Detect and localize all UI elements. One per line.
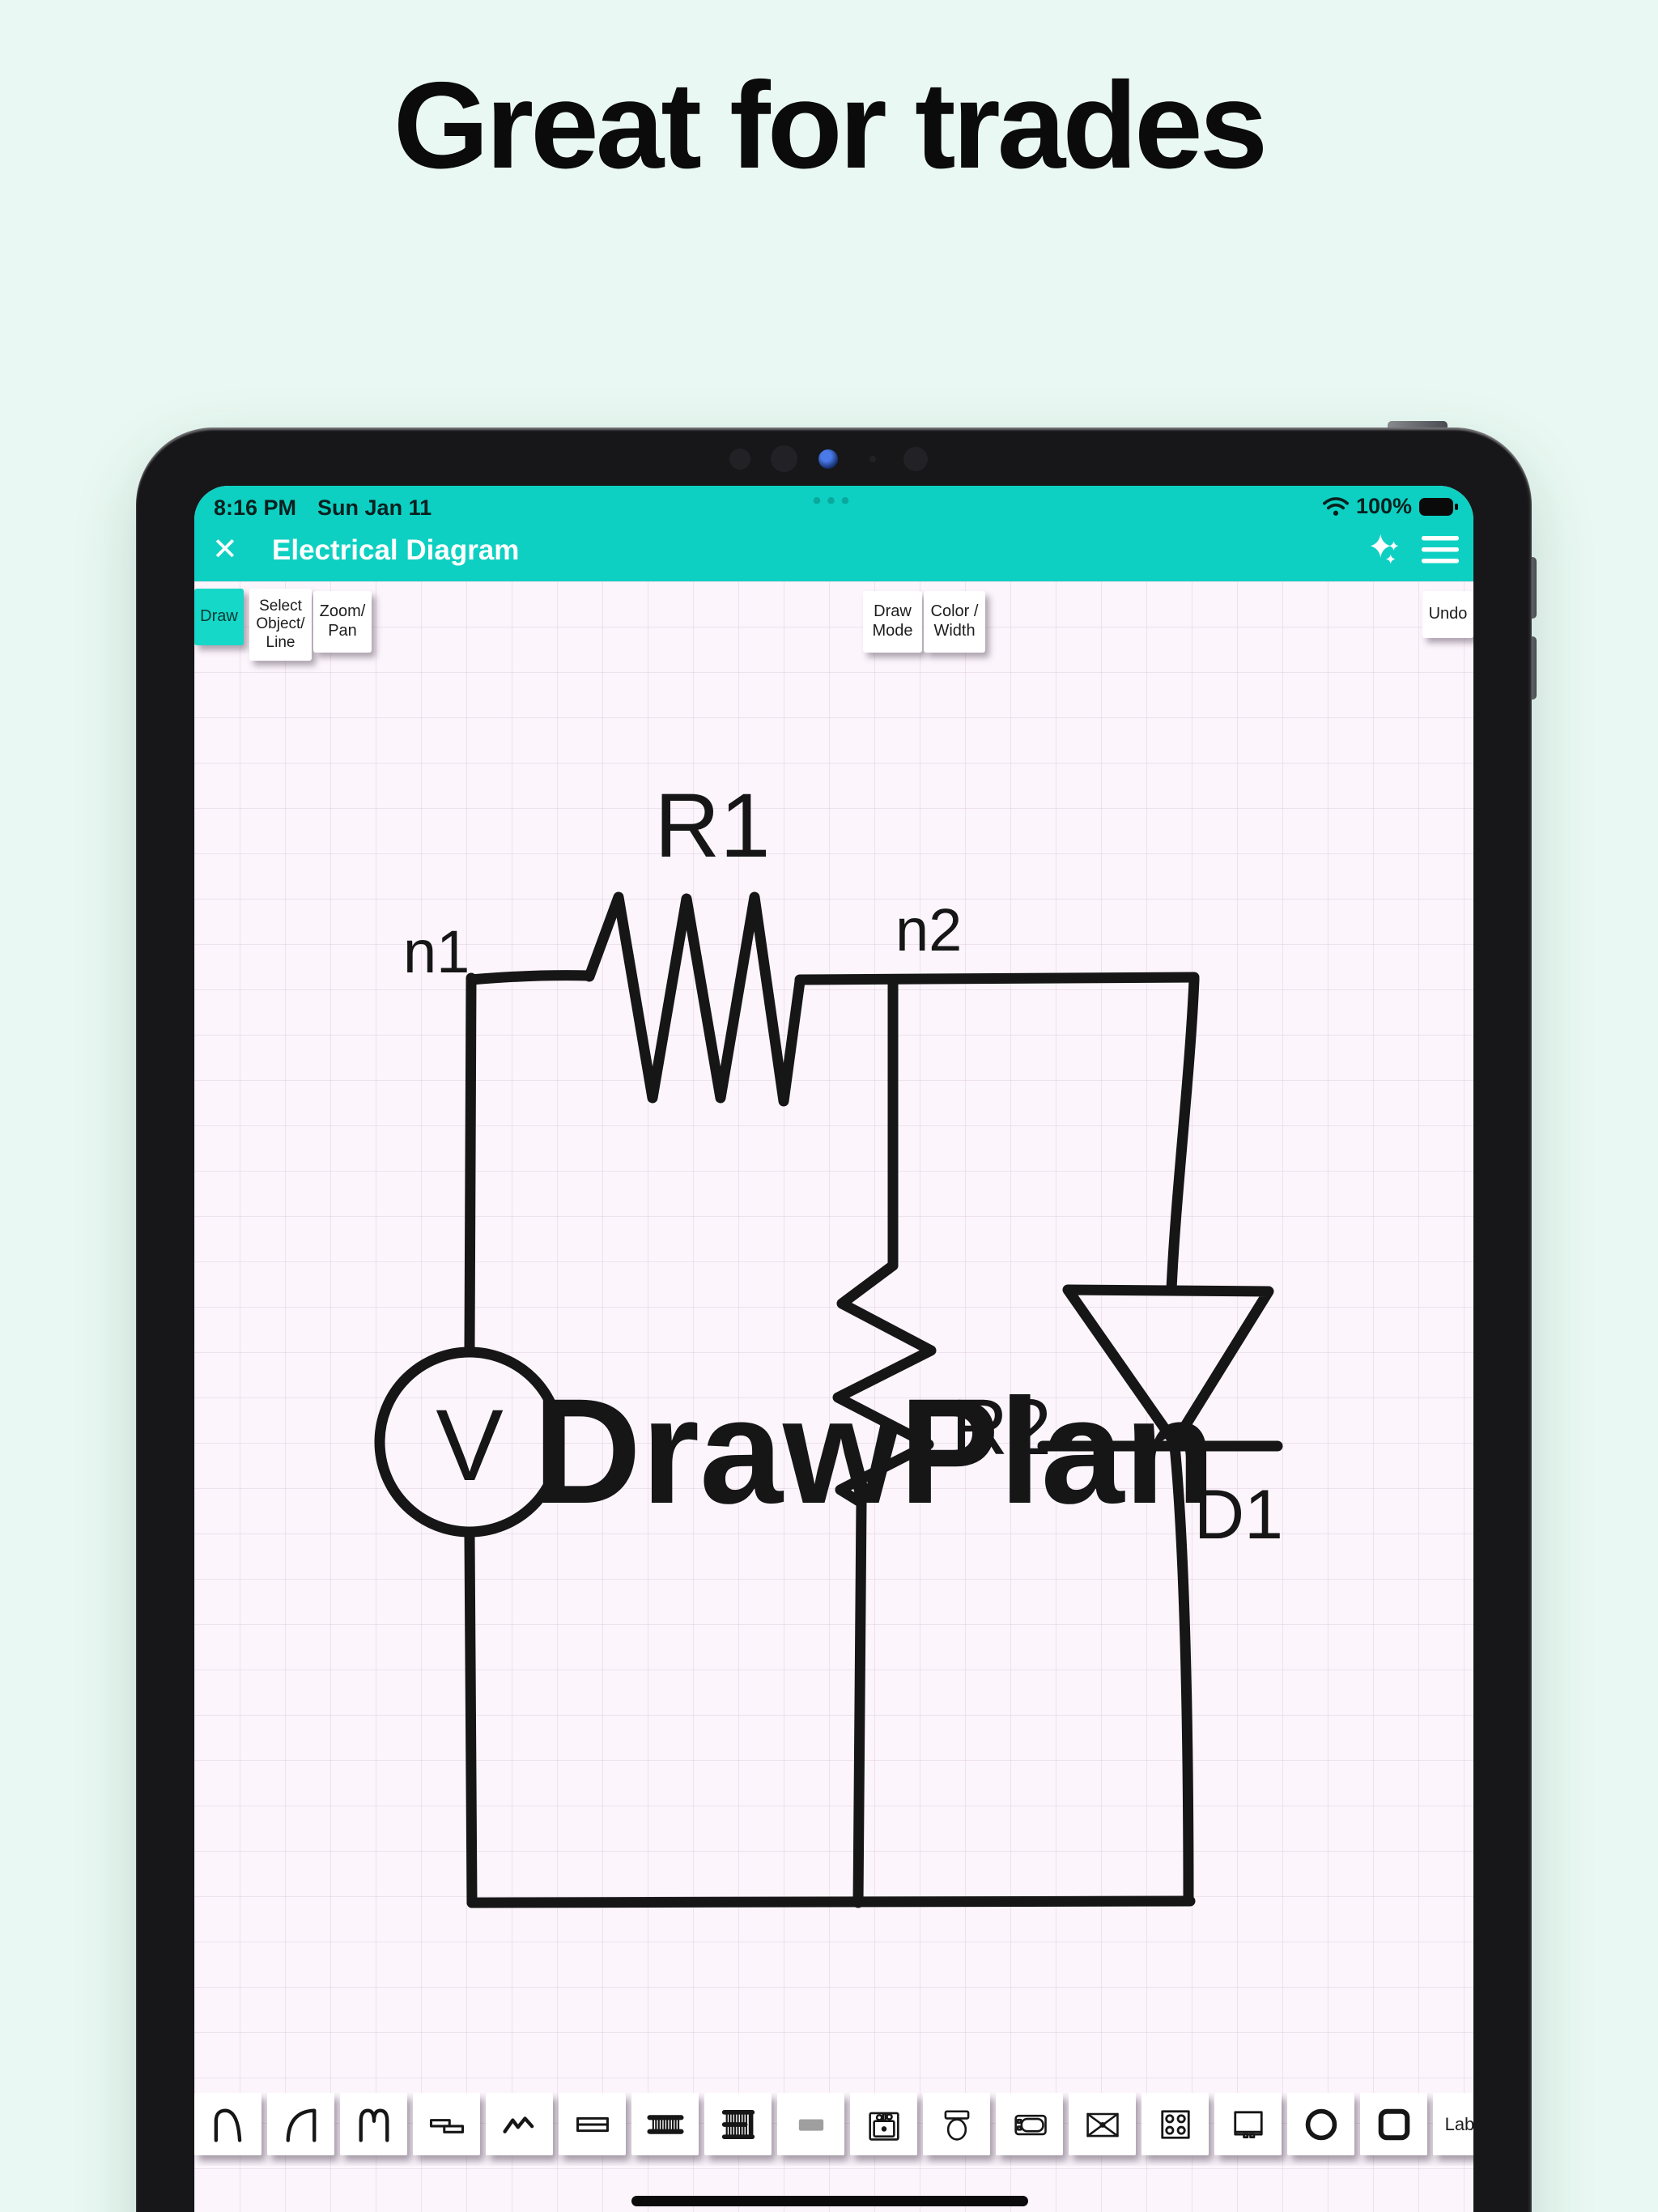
wire-right-upper[interactable] [1166,974,1200,1295]
symbol-crossed-box-window[interactable] [1069,2093,1136,2155]
symbol-hatched-bar[interactable] [631,2093,699,2155]
zoom-pan-button[interactable]: Zoom/ Pan [313,591,372,653]
wire-n1[interactable] [466,970,595,985]
symbol-double-arch[interactable] [340,2093,407,2155]
symbol-rounded-square-shape[interactable] [1360,2093,1427,2155]
color-width-button[interactable]: Color / Width [924,591,985,653]
label-r1[interactable]: R1 [654,775,770,876]
bathtub-icon [1014,2114,1047,2135]
wire-bottom[interactable] [466,1895,1196,1908]
undo-button[interactable]: Undo [1422,591,1473,638]
status-right: 100% [1322,494,1459,519]
sensor-dot-2 [903,447,928,471]
wire-left-lower[interactable] [464,1531,478,1908]
wire-right-lower[interactable] [1169,1440,1194,1907]
label-n1[interactable]: n1 [403,918,470,985]
battery-icon [1419,497,1458,516]
window-pane-icon [576,2116,609,2132]
symbol-toolbar: Label [194,2093,1473,2166]
app-screen: ••• 8:16 PM Sun Jan 11 100% [194,486,1473,2212]
symbol-quarter-arc[interactable] [267,2093,334,2155]
symbol-window-pane[interactable] [559,2093,626,2155]
double-arch-icon [359,2108,389,2142]
symbol-toilet[interactable] [923,2093,990,2155]
cooktop-icon [1160,2109,1190,2139]
symbol-filled-gray-rect[interactable] [777,2093,844,2155]
resistor-r1[interactable] [584,891,806,1107]
camera-lens-icon [818,449,838,469]
drawing-canvas[interactable]: DrawPlan V R1 [194,581,1473,2212]
draw-mode-button[interactable]: Draw Mode [863,591,922,653]
page-title: Electrical Diagram [272,534,520,566]
mic-dot [869,456,876,462]
draw-button[interactable]: Draw [194,589,244,645]
ipad-frame: ••• 8:16 PM Sun Jan 11 100% [136,428,1532,2212]
symbol-offset-wall-joint[interactable] [413,2093,480,2155]
sink-icon [868,2112,899,2141]
label-d1[interactable]: D1 [1194,1476,1283,1554]
label-v[interactable]: V [436,1389,503,1502]
door-swing-arc-icon [214,2108,241,2142]
status-left: 8:16 PM Sun Jan 11 [214,496,432,521]
crossed-box-window-icon [1086,2112,1119,2137]
hatched-bar-icon [646,2114,684,2134]
symbol-appliance[interactable] [1214,2093,1282,2155]
circuit-drawing[interactable]: DrawPlan V R1 [194,581,1473,2212]
wire-top[interactable] [794,972,1200,985]
wifi-icon [1322,496,1349,516]
offset-wall-joint-icon [429,2118,464,2133]
status-time: 8:16 PM [214,496,297,520]
symbol-cooktop[interactable] [1141,2093,1209,2155]
select-object-line-button[interactable]: Select Object/ Line [249,589,312,661]
resistor-r2[interactable] [832,1260,937,1908]
zigzag-peaks-icon [502,2116,534,2133]
sparkles-icon[interactable] [1367,531,1404,568]
camera-ring [771,445,797,472]
watermark: DrawPlan [533,1368,1215,1535]
symbol-sink[interactable] [850,2093,917,2155]
diode-triangle[interactable] [1062,1284,1274,1448]
quarter-arc-icon [286,2108,316,2142]
symbol-bathtub[interactable] [996,2093,1063,2155]
rounded-square-shape-icon [1378,2108,1409,2140]
stairs-icon [721,2109,755,2139]
status-date: Sun Jan 11 [317,496,432,520]
symbol-circle-shape[interactable] [1287,2093,1354,2155]
symbol-door-swing-arc[interactable] [194,2093,261,2155]
app-top-bar: ••• 8:16 PM Sun Jan 11 100% [194,486,1473,581]
wire-left-upper[interactable] [464,972,477,1352]
close-button[interactable]: ✕ [212,533,238,567]
circle-shape-icon [1305,2108,1337,2140]
sensor-dot [729,449,750,470]
battery-percent: 100% [1355,494,1412,518]
appliance-icon [1233,2110,1263,2138]
symbol-stairs[interactable] [704,2093,772,2155]
hero-title: Great for trades [393,57,1268,194]
label-n2[interactable]: n2 [895,896,962,963]
symbol-zigzag-peaks[interactable] [486,2093,553,2155]
filled-gray-rect-icon [798,2119,823,2131]
label-tool-button[interactable]: Label [1433,2093,1473,2155]
multitask-dots: ••• [812,487,856,514]
hamburger-menu-icon[interactable] [1422,534,1459,565]
label-r2[interactable]: R2 [951,1383,1052,1471]
home-indicator[interactable] [631,2196,1028,2206]
toilet-icon [944,2109,969,2141]
